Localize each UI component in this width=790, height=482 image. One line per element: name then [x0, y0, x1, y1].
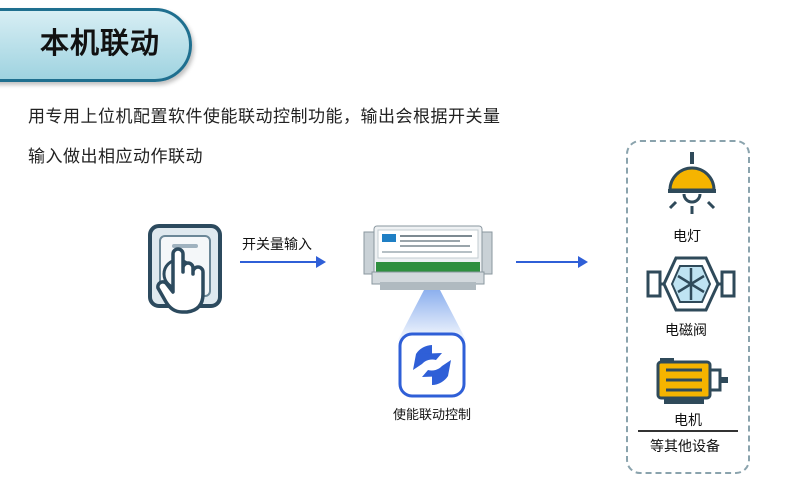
solenoid-valve-icon — [646, 256, 736, 312]
other-devices-label: 等其他设备 — [650, 439, 720, 455]
page-title: 本机联动 — [40, 26, 161, 60]
device-label-solenoid-valve: 电磁阀 — [665, 323, 707, 339]
switch-press-icon — [148, 224, 222, 314]
linkage-control-label: 使能联动控制 — [393, 408, 472, 423]
io-controller-device — [363, 225, 493, 290]
section-title-tab — [0, 8, 192, 82]
beam-glow — [398, 290, 466, 340]
description-line-1: 用专用上位机配置软件使能联动控制功能，输出会根据开关量 — [28, 107, 501, 127]
device-divider — [638, 430, 738, 432]
device-label-lamp: 电灯 — [673, 229, 701, 245]
switch-input-label: 开关量输入 — [242, 237, 312, 253]
description-line-2: 输入做出相应动作联动 — [28, 147, 203, 167]
device-label-motor: 电机 — [674, 413, 702, 429]
lamp-icon — [668, 152, 716, 214]
input-arrow — [240, 256, 326, 268]
output-devices-panel — [626, 140, 750, 474]
motor-icon — [656, 358, 728, 404]
config-software-icon — [398, 332, 466, 398]
output-arrow — [516, 256, 588, 268]
